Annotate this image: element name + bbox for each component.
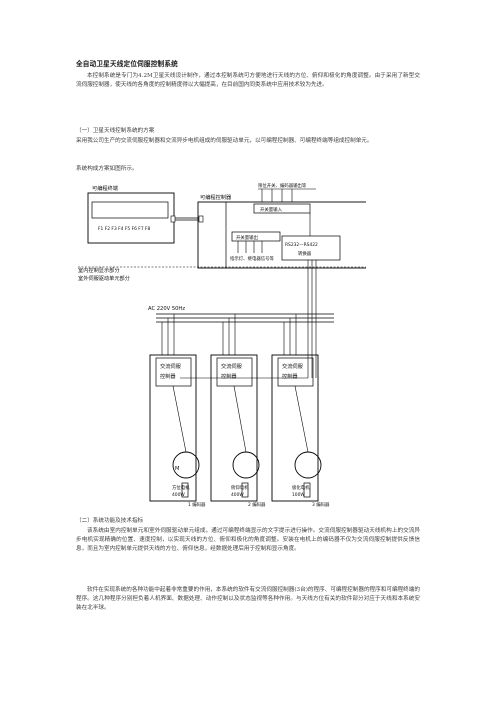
drive-3-label-2: 控制器 — [282, 372, 298, 380]
drive-1-encoder: 1 编码器 — [188, 501, 206, 508]
drive-2-label-2: 控制器 — [221, 372, 237, 380]
plc-box — [197, 201, 366, 269]
switch-input-label: 开关量输入 — [260, 206, 283, 213]
terminal-fkeys: F1 F2 F3 F4 F5 F6 F7 F8 — [98, 226, 151, 232]
switch-input-box — [253, 203, 311, 214]
rs-converter-line1: RS232—RS422 — [285, 242, 318, 248]
indicators-label: 指示灯、继电器信号等 — [230, 255, 275, 262]
outdoor-label: 室外伺服驱动单元部分 — [78, 274, 130, 282]
limit-switch-label: 限位开关、编码器输出等 — [258, 182, 307, 189]
system-diagram: 可编程终端 F1 F2 F3 F4 F5 F6 F7 F8 可编程控制器 限位开… — [78, 182, 366, 508]
terminal-label: 可编程终端 — [92, 184, 118, 192]
azimuth-motor — [172, 451, 200, 479]
rs-converter-line2: 转换器 — [298, 250, 312, 257]
drive-1-label-2: 控制器 — [160, 372, 176, 380]
switch-output-box — [231, 231, 281, 242]
drive-3-motor-power: 100W — [292, 492, 305, 498]
drive-unit-1: 交流伺服 控制器 M 方位电机 400W 1 编码器 — [149, 314, 308, 508]
section2-body2: 软件在实现系统的各种功能中起着非常重要的作用，本系统的软件有交流伺服控制器(3台… — [76, 587, 420, 612]
section2-body: 该系统由室内控制单元和室外伺服驱动单元组成，通过可编程终端显示的文字提示进行操作… — [76, 528, 420, 553]
indoor-label: 室内控制显示部分 — [78, 266, 120, 274]
document-title: 全自动卫星天线定位伺服控制系统 — [76, 60, 178, 68]
plc-label: 可编程控制器 — [200, 193, 232, 201]
section1-heading: （一）卫星天线控制系统的方案 — [76, 128, 155, 134]
section1-note: 系统构成方案如图所示。 — [76, 166, 138, 172]
elevation-motor — [232, 451, 260, 479]
svg-text:M: M — [175, 466, 179, 472]
section1-body: 采用我公司生产的交流伺服控制器和交流异步电机组成的伺服驱动单元，以可编程控制器、… — [76, 138, 373, 144]
drive-3-encoder: 3 编码器 — [312, 501, 330, 508]
drive-3-motor-name: 极化电机 — [292, 484, 310, 491]
rs-converter-box — [281, 235, 341, 261]
switch-output-label: 开关量输出 — [236, 234, 258, 241]
section2-heading: （二）系统功能及技术指标 — [76, 518, 144, 524]
drive-1-label-1: 交流伺服 — [160, 362, 182, 370]
terminal-screen — [91, 201, 169, 219]
drive-1-motor-power: 400W — [172, 492, 185, 498]
drive-unit-3: 交流伺服 控制器 极化电机 100W 3 编码器 — [271, 314, 330, 508]
drive-2-label-1: 交流伺服 — [221, 362, 243, 370]
polarization-motor — [294, 451, 322, 479]
drive-1-motor-name: 方位电机 — [172, 484, 190, 491]
drive-2-motor-name: 俯仰电机 — [231, 484, 249, 491]
drive-2-motor-power: 400W — [231, 492, 244, 498]
drive-3-label-1: 交流伺服 — [282, 362, 304, 370]
drive-unit-2: 交流伺服 控制器 俯仰电机 400W 2 编码器 — [210, 314, 266, 508]
intro-paragraph: 本控制系统是专门为4.2M卫星天线设计制作，通过本控制系统可方便地进行天线的方位… — [76, 73, 420, 89]
ac-supply-label: AC 220V 50Hz — [148, 306, 185, 312]
drive-2-encoder: 2 编码器 — [248, 501, 266, 508]
